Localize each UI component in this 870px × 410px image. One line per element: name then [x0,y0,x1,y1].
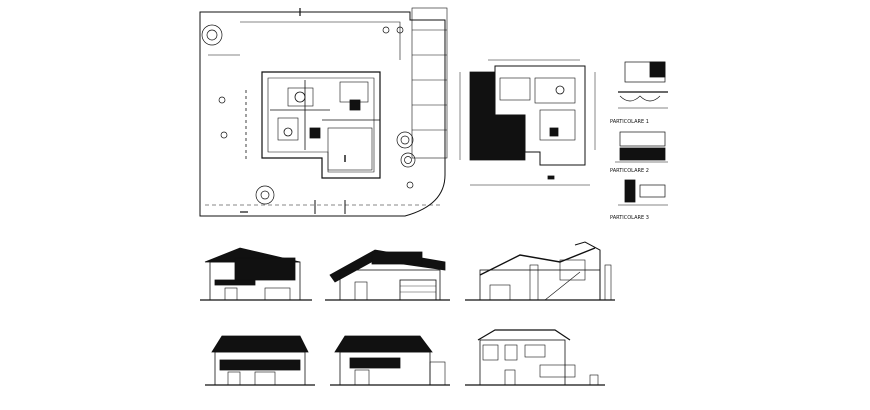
site-house-footprint [261,71,381,179]
detail-3-label: PARTICOLARE 3 [610,215,649,221]
detail-3: PARTICOLARE 3 [610,179,668,221]
elevation-3 [205,335,315,386]
detail-1: PARTICOLARE 1 [610,61,668,125]
section-1 [465,241,615,301]
detail-1-label: PARTICOLARE 1 [610,119,649,125]
site-trees [201,24,416,205]
elevation-1 [200,247,312,301]
elevation-4 [330,335,450,386]
elevation-2 [325,249,450,301]
section-2 [465,329,605,386]
parking-strip [411,7,448,159]
detail-2: PARTICOLARE 2 [610,131,668,174]
site-plan [199,7,448,217]
floor-plan-upper [459,59,596,186]
detail-2-label: PARTICOLARE 2 [610,168,649,174]
